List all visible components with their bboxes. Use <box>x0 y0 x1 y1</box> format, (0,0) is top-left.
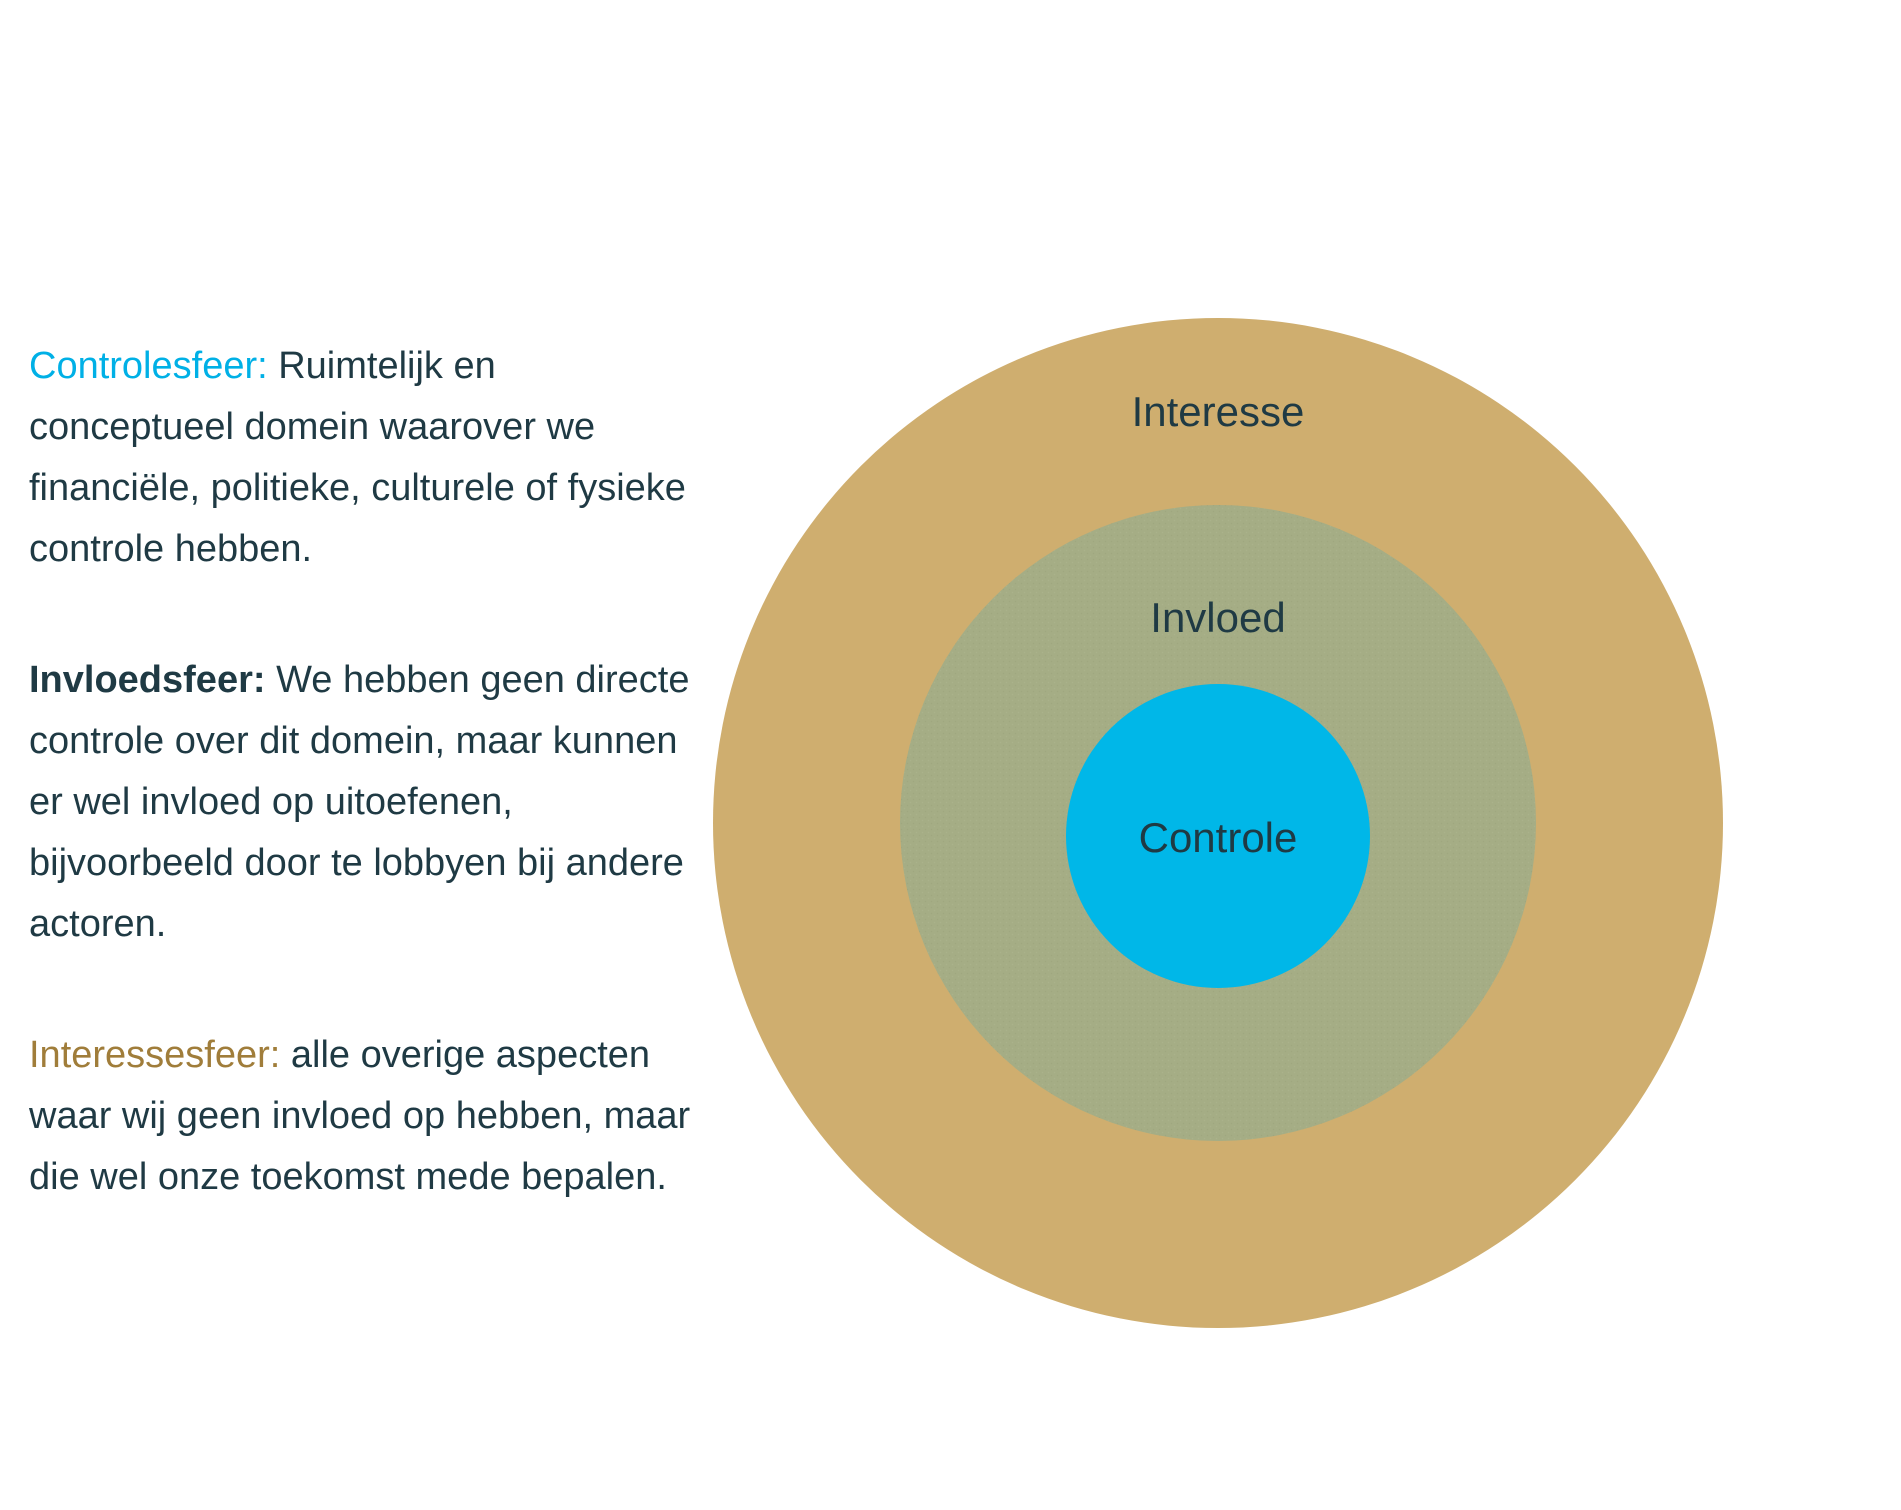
invloedsfeer-definition: Invloedsfeer: We hebben geen directe con… <box>29 650 709 955</box>
sphere-definitions: Controlesfeer: Ruimtelijk en conceptueel… <box>29 336 709 1278</box>
controlesfeer-definition: Controlesfeer: Ruimtelijk en conceptueel… <box>29 336 709 580</box>
controlesfeer-description: Ruimtelijk en conceptueel domein waarove… <box>29 345 686 570</box>
invloedsfeer-description: We hebben geen directe controle over dit… <box>29 659 690 945</box>
interessesfeer-term: Interessesfeer: <box>29 1034 281 1076</box>
interessesfeer-definition: Interessesfeer: alle overige aspecten wa… <box>29 1025 709 1208</box>
controle-label: Controle <box>1139 814 1298 861</box>
controle-circle <box>1066 684 1370 988</box>
invloed-label: Invloed <box>1150 594 1285 641</box>
interessesfeer-description: alle overige aspecten waar wij geen invl… <box>29 1034 691 1198</box>
invloedsfeer-term: Invloedsfeer: <box>29 659 266 701</box>
controlesfeer-term: Controlesfeer: <box>29 345 268 387</box>
interesse-label: Interesse <box>1132 388 1305 435</box>
